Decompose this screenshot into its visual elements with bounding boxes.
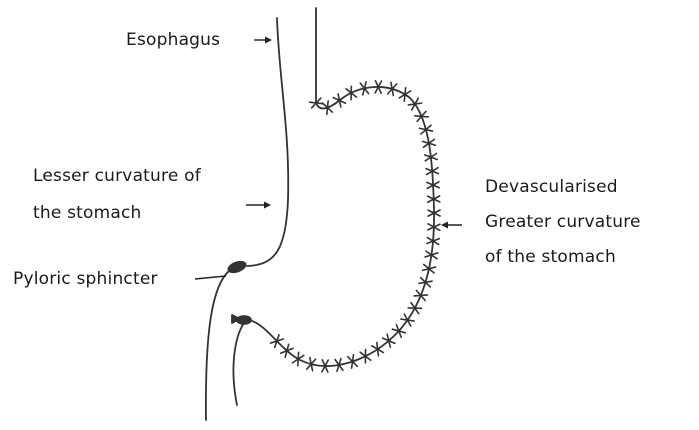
greater-curvature-label-line1: Devascularised — [485, 176, 618, 198]
greater-curvature-label-line2: Greater curvature — [485, 211, 641, 233]
suture-tick — [415, 116, 428, 117]
esophagus-label: Esophagus — [126, 29, 220, 51]
duodenum-inner-wall — [233, 320, 248, 405]
greater-curvature-label-line3: of the stomach — [485, 246, 616, 268]
suture-tick — [377, 343, 379, 356]
suture-tick — [408, 103, 421, 105]
suture-tick — [352, 355, 354, 368]
suture-ticks — [270, 81, 440, 372]
suture-tick — [310, 102, 323, 104]
esophagus-arrow-head — [265, 37, 272, 44]
lesser-curvature-arrow-head — [264, 202, 271, 209]
pyloric-sphincter-label: Pyloric sphincter — [13, 268, 158, 290]
pyloric-sphincter-arrow — [195, 276, 226, 279]
duodenum-outer-wall — [206, 270, 230, 420]
pyloric-sphincter-shape — [227, 260, 247, 275]
greater-curvature-wall — [248, 8, 434, 366]
lesser-curvature-label-line1: Lesser curvature of — [33, 165, 201, 187]
lesser-curvature-label-line2: the stomach — [33, 202, 142, 224]
suture-tick — [327, 101, 328, 114]
lesser-curvature-wall — [247, 18, 288, 266]
greater-curvature-arrow-head — [441, 222, 448, 229]
